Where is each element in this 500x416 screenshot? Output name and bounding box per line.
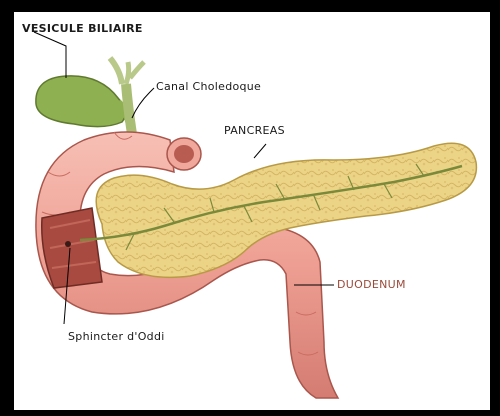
papilla [65,241,71,247]
common-bile-duct [126,84,132,134]
label-duodenum: DUODENUM [337,278,406,291]
anatomy-illustration [14,12,490,410]
label-sphincter: Sphincter d'Oddi [68,330,165,343]
pancreas-leader [254,144,266,158]
hepatic-duct-right [126,62,129,84]
label-pancreas: PANCREAS [224,124,285,137]
label-gallbladder: VESICULE BILIAIRE [22,22,143,35]
gallbladder-shape [36,76,125,127]
diagram-canvas: VESICULE BILIAIRE Canal Choledoque PANCR… [14,12,490,410]
hepatic-duct-left [110,58,122,84]
label-bile-duct: Canal Choledoque [156,80,261,93]
gallbladder-leader [34,32,66,78]
hepatic-duct-branch [130,62,144,78]
bile-duct-leader [132,88,154,118]
